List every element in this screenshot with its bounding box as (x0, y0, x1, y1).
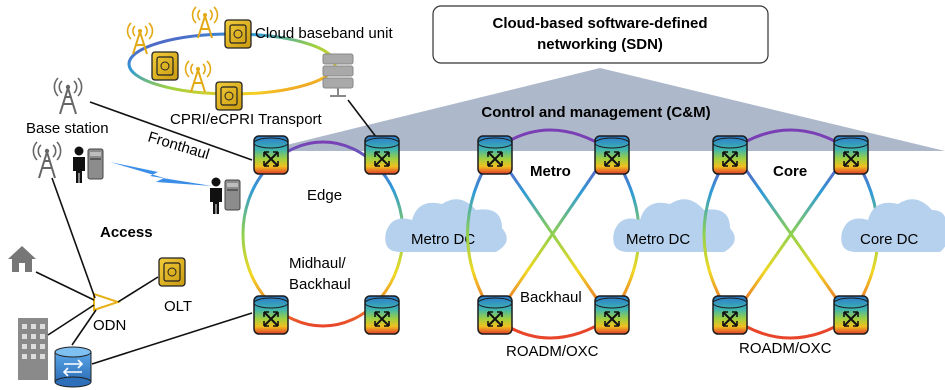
user-terminal-icon (209, 177, 241, 215)
user-terminal-icon (72, 146, 104, 184)
database-node-icon (54, 346, 92, 388)
router-node-icon (833, 135, 869, 175)
optical-splitter-icon (93, 292, 122, 312)
metro-label: Metro (530, 163, 571, 180)
olt-icon (158, 257, 186, 287)
edge-label: Edge (307, 187, 342, 204)
sdn-title-line1: Cloud-based software-defined (492, 15, 707, 32)
cm-label: Control and management (C&M) (481, 104, 710, 121)
cloud-bbu-label: Cloud baseband unit (255, 25, 393, 42)
router-node-icon (712, 135, 748, 175)
router-node-icon (594, 135, 630, 175)
server-rack-icon (322, 53, 354, 97)
router-node-icon (712, 295, 748, 335)
router-node-icon (364, 295, 400, 335)
office-building-icon (18, 318, 48, 380)
router-node-icon (477, 295, 513, 335)
fronthaul-link (89, 101, 253, 161)
odn-label: ODN (93, 317, 126, 334)
router-node-icon (594, 295, 630, 335)
antenna-tower-icon (184, 60, 212, 93)
bbu-unit-2 (151, 51, 179, 81)
cpri-label: CPRI/eCPRI Transport (170, 111, 323, 128)
midhaul-label-line1: Midhaul/ (289, 255, 347, 272)
sdn-box (432, 5, 769, 64)
router-node-icon (253, 135, 289, 175)
router-node-icon (477, 135, 513, 175)
core-label: Core (773, 163, 807, 180)
sdn-title-line2: networking (SDN) (537, 36, 663, 53)
bbu-unit-3 (215, 81, 243, 111)
roadm-2-label: ROADM/OXC (739, 340, 832, 357)
antenna-tower-icon (32, 141, 62, 179)
house-icon (8, 246, 36, 272)
router-node-icon (833, 295, 869, 335)
access-links (35, 177, 253, 365)
router-node-icon (364, 135, 400, 175)
backhaul-label: Backhaul (520, 289, 582, 306)
core-dc-label: Core DC (860, 231, 919, 248)
base-station-label: Base station (26, 120, 109, 137)
wireless-link (110, 162, 212, 186)
cloud-icon (385, 199, 507, 252)
antenna-tower-icon (53, 77, 83, 115)
cloud-icon (841, 199, 945, 252)
roadm-1-label: ROADM/OXC (506, 343, 599, 360)
router-node-icon (253, 295, 289, 335)
olt-label: OLT (164, 298, 192, 315)
midhaul-label-line2: Backhaul (289, 276, 351, 293)
access-label: Access (100, 224, 153, 241)
metro-dc-1-label: Metro DC (411, 231, 475, 248)
metro-dc-2-label: Metro DC (626, 231, 690, 248)
bbu-unit-1 (224, 19, 252, 49)
